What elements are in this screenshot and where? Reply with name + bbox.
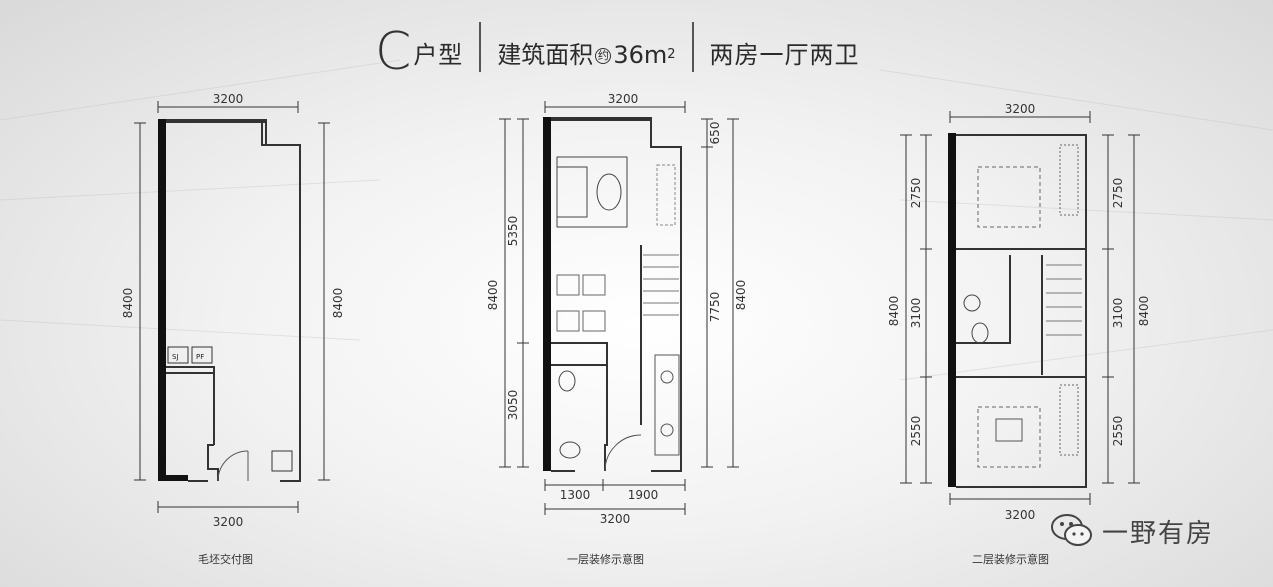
watermark-text: 一野有房	[1102, 518, 1215, 549]
shaft-label-sj: SJ	[172, 353, 179, 361]
dim-left-bottom: 2550	[909, 416, 923, 447]
dim-left-upper: 5350	[506, 216, 520, 247]
dim-right-top: 2750	[1111, 178, 1125, 209]
room-layout: 两房一厅两卫	[709, 41, 860, 69]
plan-second-floor: 3200 3200 8400 2750 3100 2550 2750 3100 …	[887, 102, 1151, 522]
dim-left-top: 2750	[909, 178, 923, 209]
dim-right-top: 650	[708, 122, 722, 145]
dim-top: 3200	[213, 92, 244, 106]
dim-right-mid: 3100	[1111, 298, 1125, 329]
watermark: 一野有房	[1050, 512, 1214, 550]
dim-right: 8400	[331, 288, 345, 319]
dim-top: 3200	[608, 92, 639, 106]
header-divider	[479, 22, 482, 72]
dim-top: 3200	[1005, 102, 1036, 116]
plan-caption: 二层装修示意图	[972, 553, 1049, 566]
plan-caption: 一层装修示意图	[567, 553, 644, 566]
dim-left-mid: 3100	[909, 298, 923, 329]
wechat-icon	[1051, 514, 1092, 546]
dim-bottom-right: 1900	[628, 488, 659, 502]
dim-bottom: 3200	[1005, 508, 1036, 522]
plan-bare-shell: SJ PF 3200 3200 8400 8400	[121, 92, 345, 529]
dim-right-bottom: 2550	[1111, 416, 1125, 447]
dim-left: 8400	[121, 288, 135, 319]
dim-right-total: 8400	[1137, 296, 1151, 327]
dim-right-mid: 7750	[708, 292, 722, 323]
dim-left-total: 8400	[486, 280, 500, 311]
dim-bottom: 3200	[213, 515, 244, 529]
unit-type-letter: C	[375, 22, 412, 82]
area-unit-superscript: 2	[667, 47, 676, 62]
area-value: 36m	[613, 41, 668, 69]
dim-left-total: 8400	[887, 296, 901, 327]
unit-type-suffix: 户型	[413, 41, 464, 69]
dim-right-total: 8400	[734, 280, 748, 311]
area-label: 建筑面积	[497, 41, 594, 69]
plan-caption: 毛坯交付图	[198, 553, 253, 566]
dim-bottom-left: 1300	[560, 488, 591, 502]
plan-first-floor: 3200 8400 5350 3050 650 7750 8400 1300 1…	[486, 92, 748, 526]
dim-bottom-total: 3200	[600, 512, 631, 526]
shaft-label-pf: PF	[196, 353, 204, 361]
header-divider	[691, 22, 694, 72]
area-approx-badge: 约	[595, 48, 612, 64]
dim-left-lower: 3050	[506, 390, 520, 421]
